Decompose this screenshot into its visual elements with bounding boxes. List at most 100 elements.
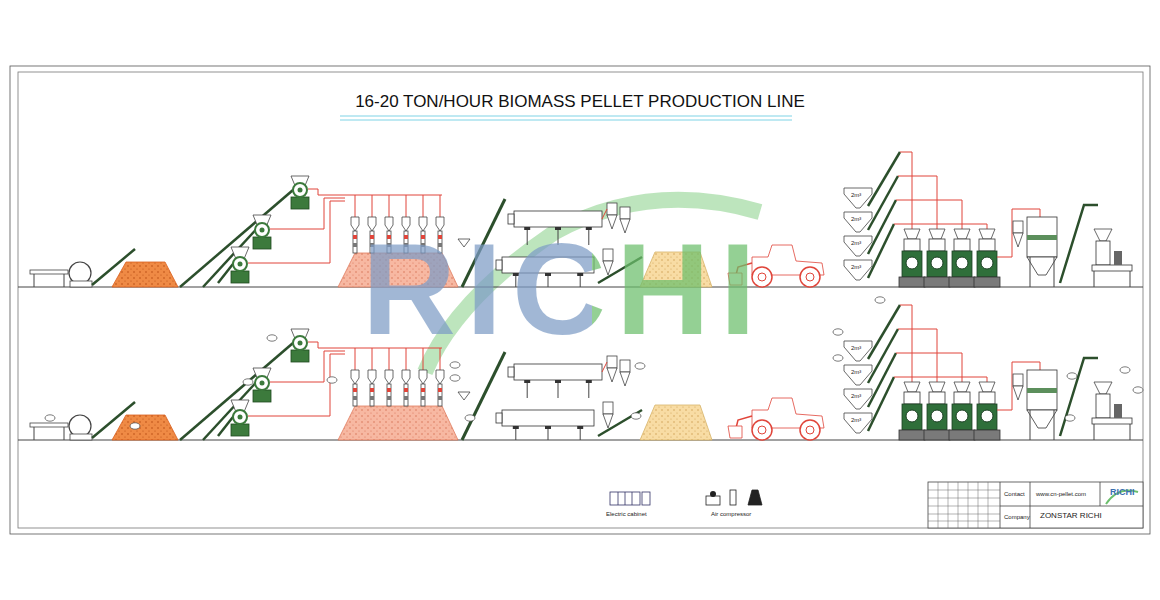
hammer-mill-rotor — [293, 183, 307, 197]
hammer-mill-rotor — [255, 376, 269, 390]
screw-conveyor — [462, 352, 505, 440]
diagram-title: 16-20 TON/HOUR BIOMASS PELLET PRODUCTION… — [0, 93, 1160, 112]
filter-band — [353, 235, 357, 239]
callout-mark — [243, 379, 253, 385]
packing-bag — [1114, 251, 1122, 265]
chipper-base — [70, 281, 92, 287]
packing-scale — [1096, 394, 1110, 418]
callout-mark — [1067, 373, 1077, 379]
belt-conveyor — [180, 184, 300, 287]
pellet-mill — [927, 404, 947, 430]
title-block-line — [1000, 506, 1143, 507]
filter-top — [419, 370, 427, 384]
pipe — [898, 329, 937, 382]
material-pile — [112, 262, 178, 287]
leg — [34, 427, 35, 440]
rotary-dryer — [514, 364, 602, 380]
legend-icons — [610, 490, 762, 505]
pipe — [602, 362, 607, 372]
hammer-mill-hub — [238, 415, 243, 420]
watermark: RICHI — [362, 218, 766, 361]
feed-platform — [30, 423, 68, 427]
title-block-grid — [928, 514, 1000, 515]
mill-base — [924, 277, 950, 287]
cabinet-line — [625, 492, 626, 505]
title-block — [928, 482, 1143, 528]
pipe — [900, 152, 912, 229]
mill-feeder — [954, 239, 970, 251]
callout-mark — [450, 375, 460, 381]
pipe — [423, 195, 424, 217]
title-block-grid — [938, 482, 939, 528]
cyclone — [607, 203, 617, 215]
title-block-text: Contact — [1004, 491, 1025, 498]
mill-base — [899, 277, 925, 287]
filter-top — [436, 370, 444, 384]
volume-label: 2m³ — [851, 240, 861, 247]
hammer-mill — [253, 237, 271, 249]
callout-mark — [267, 335, 277, 341]
leg — [1130, 271, 1131, 287]
pipe — [345, 195, 442, 196]
mill-die — [981, 257, 993, 269]
mill-feeder — [904, 239, 920, 251]
dryer-icon — [748, 490, 762, 505]
belt-conveyor — [868, 377, 894, 431]
pipe — [248, 354, 345, 416]
volume-label: 2m³ — [851, 369, 861, 376]
mill-base — [899, 430, 925, 440]
mill-feeder — [929, 392, 945, 404]
mill-die — [931, 410, 943, 422]
filter-band — [438, 388, 442, 392]
callout-mark — [327, 377, 337, 383]
callout-mark — [875, 297, 885, 303]
mill-feeder — [904, 392, 920, 404]
cooler-cone — [1027, 257, 1057, 275]
mill-hopper — [929, 229, 945, 239]
filter-band — [387, 388, 391, 392]
volume-label: 2m³ — [851, 345, 861, 352]
cyclone-cone — [1013, 233, 1023, 247]
filter-band — [370, 388, 374, 392]
title-underline — [340, 120, 792, 121]
wheel — [800, 267, 820, 287]
pipe — [440, 195, 441, 217]
callout-mark — [1133, 387, 1143, 393]
leg — [1130, 424, 1131, 440]
cooler-cone — [1027, 410, 1057, 428]
wheel — [800, 420, 820, 440]
hammer-mill-hub — [238, 262, 243, 267]
pellet-mill — [977, 251, 997, 277]
wheel-hub — [806, 426, 814, 434]
hammer-mill-hub — [298, 341, 303, 346]
dryer-head — [496, 413, 502, 423]
leg — [1054, 410, 1055, 440]
hammer-mill — [291, 350, 309, 362]
filter-band — [421, 388, 425, 392]
packing-table — [1092, 418, 1132, 424]
filter-band — [387, 396, 391, 400]
leg — [1054, 257, 1055, 287]
compressor-icon — [706, 496, 720, 505]
title-block-grid — [958, 482, 959, 528]
filter-band — [421, 396, 425, 400]
filter-body — [353, 384, 357, 406]
belt-conveyor — [180, 337, 300, 440]
mill-hopper — [904, 382, 920, 392]
title-block-grid — [988, 482, 989, 528]
mill-base — [949, 430, 975, 440]
filter-band — [438, 396, 442, 400]
filter-top — [351, 217, 359, 231]
title-block-frame — [928, 482, 1143, 528]
callout-mark — [1065, 415, 1075, 421]
pipe — [898, 176, 937, 229]
volume-label: 2m³ — [851, 393, 861, 400]
pellet-mill — [927, 251, 947, 277]
cyclone — [1013, 374, 1023, 386]
belt-conveyor — [203, 223, 262, 287]
material-pile — [640, 405, 712, 440]
mill-hopper — [954, 229, 970, 239]
filter-body — [370, 384, 374, 406]
cyclone-cone — [1013, 386, 1023, 400]
cabinet-line — [618, 492, 619, 505]
